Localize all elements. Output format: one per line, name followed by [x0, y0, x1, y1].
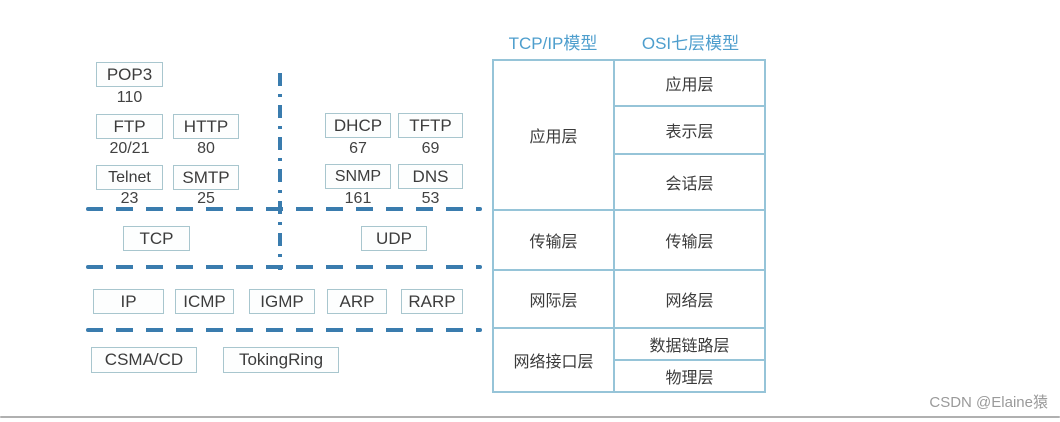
port-label-tftp: 69 — [421, 140, 440, 157]
csdn-watermark: CSDN @Elaine猿 — [929, 394, 1048, 411]
osi-cell-transport: 传输层 — [615, 211, 764, 271]
protocol-box-telnet: Telnet — [96, 165, 163, 190]
bottom-edge-divider — [0, 416, 1060, 418]
protocol-box-rarp: RARP — [401, 289, 463, 314]
osi-cell-network: 网络层 — [615, 271, 764, 329]
osi-cell-physical: 物理层 — [665, 370, 714, 387]
protocol-box-csmacd: CSMA/CD — [91, 347, 197, 373]
transport-internet-divider-dashed-line — [86, 265, 482, 269]
osi-cell-presentation: 表示层 — [615, 107, 764, 155]
tcpip-cell-application: 应用层 — [494, 61, 615, 211]
tcpip-cell-network-interface: 网络接口层 — [494, 329, 615, 391]
port-label-http: 80 — [197, 140, 215, 157]
port-label-smtp: 25 — [197, 190, 215, 207]
port-label-pop3: 110 — [116, 89, 143, 106]
port-label-snmp: 161 — [344, 190, 372, 207]
protocol-box-tokingring: TokingRing — [223, 347, 339, 373]
protocol-box-udp: UDP — [361, 226, 427, 251]
protocol-box-arp: ARP — [327, 289, 387, 314]
protocol-box-icmp: ICMP — [175, 289, 234, 314]
tcpip-cell-internet: 网际层 — [494, 271, 615, 329]
protocol-box-smtp: SMTP — [173, 165, 239, 190]
osi-cell-session: 会话层 — [615, 155, 764, 211]
models-comparison-table: 应用层 传输层 网际层 网络接口层 应用层 表示层 会话层 传输层 网络层 数据… — [492, 59, 766, 393]
osi-cell-application: 应用层 — [615, 61, 764, 107]
tcpip-model-header: TCP/IP模型 — [508, 33, 598, 53]
tcp-udp-divider-dashdot-line — [278, 73, 282, 270]
protocol-box-http: HTTP — [173, 114, 239, 139]
protocol-box-pop3: POP3 — [96, 62, 163, 87]
protocol-box-ftp: FTP — [96, 114, 163, 139]
protocol-box-ip: IP — [93, 289, 164, 314]
port-label-dhcp: 67 — [349, 140, 367, 157]
protocol-box-dhcp: DHCP — [325, 113, 391, 138]
port-label-ftp: 20/21 — [109, 140, 150, 157]
protocol-box-tftp: TFTP — [398, 113, 463, 138]
tcpip-cell-transport: 传输层 — [494, 211, 615, 271]
port-label-telnet: 23 — [120, 190, 139, 207]
protocol-box-snmp: SNMP — [325, 164, 391, 189]
app-transport-divider-dashed-line — [86, 207, 482, 211]
osi-cell-datalink: 数据链路层 — [615, 329, 764, 361]
protocol-box-dns: DNS — [398, 164, 463, 189]
port-label-dns: 53 — [421, 190, 440, 207]
protocol-box-tcp: TCP — [123, 226, 190, 251]
internet-link-divider-dashed-line — [86, 328, 482, 332]
protocol-box-igmp: IGMP — [249, 289, 315, 314]
osi-model-header: OSI七层模型 — [641, 33, 740, 53]
